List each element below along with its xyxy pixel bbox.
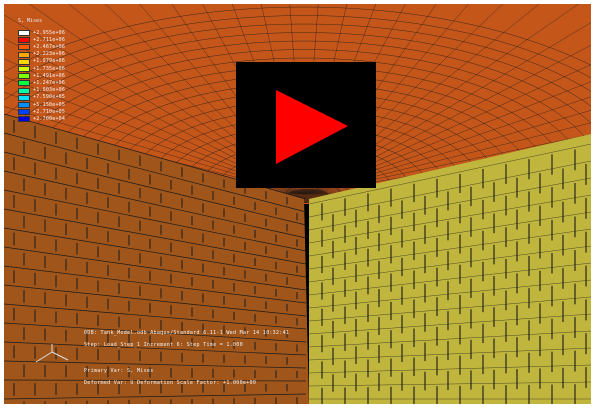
legend-swatch — [18, 58, 30, 65]
axis-triad-icon — [35, 344, 69, 363]
play-button[interactable] — [236, 62, 376, 188]
info-deformed-var-line: Deformed Var: U Deformation Scale Factor… — [84, 380, 257, 386]
legend-label: +1.979e+06 — [33, 58, 66, 65]
legend-swatch — [18, 66, 30, 72]
legend-label: +2.467e+06 — [33, 43, 66, 50]
legend-swatch — [18, 44, 30, 51]
legend-label: +2.711e+06 — [33, 36, 66, 43]
info-odb-line: ODB: Tank_Model.odb Abaqus/Standard 6.11… — [84, 330, 290, 336]
legend-label: +2.700e+04 — [33, 115, 66, 122]
legend-title: S, Mises — [18, 18, 43, 24]
contour-legend: S, Mises +2.955e+06+2.711e+06+2.467e+06+… — [16, 18, 96, 126]
legend-swatch — [18, 94, 30, 101]
legend-label: +2.223e+06 — [33, 51, 66, 58]
legend-swatch — [18, 73, 30, 80]
right-wall-surface — [308, 134, 591, 404]
legend-swatch — [18, 87, 30, 94]
legend-label: +5.150e+05 — [33, 101, 66, 108]
left-wall-surface — [4, 113, 309, 404]
legend-swatch — [18, 102, 30, 108]
play-triangle-icon — [276, 90, 348, 164]
legend-swatch — [18, 116, 30, 123]
legend-swatch — [18, 80, 30, 87]
info-step-line: Step: Load_Step_1 Increment 6: Step Time… — [84, 342, 243, 348]
legend-label: +1.003e+06 — [33, 87, 66, 94]
legend-label: +2.955e+06 — [33, 29, 66, 36]
info-primary-var-line: Primary Var: S, Mises — [84, 368, 154, 374]
legend-label: +1.735e+06 — [33, 65, 66, 72]
legend-swatch — [18, 30, 30, 36]
legend-label: +2.710e+05 — [33, 108, 66, 115]
legend-label: +1.491e+06 — [33, 72, 66, 79]
legend-swatch — [18, 51, 30, 58]
legend-swatch — [18, 109, 30, 116]
legend-label: +7.590e+05 — [33, 94, 66, 101]
legend-swatch — [18, 37, 30, 44]
legend-label: +1.247e+06 — [33, 79, 66, 86]
